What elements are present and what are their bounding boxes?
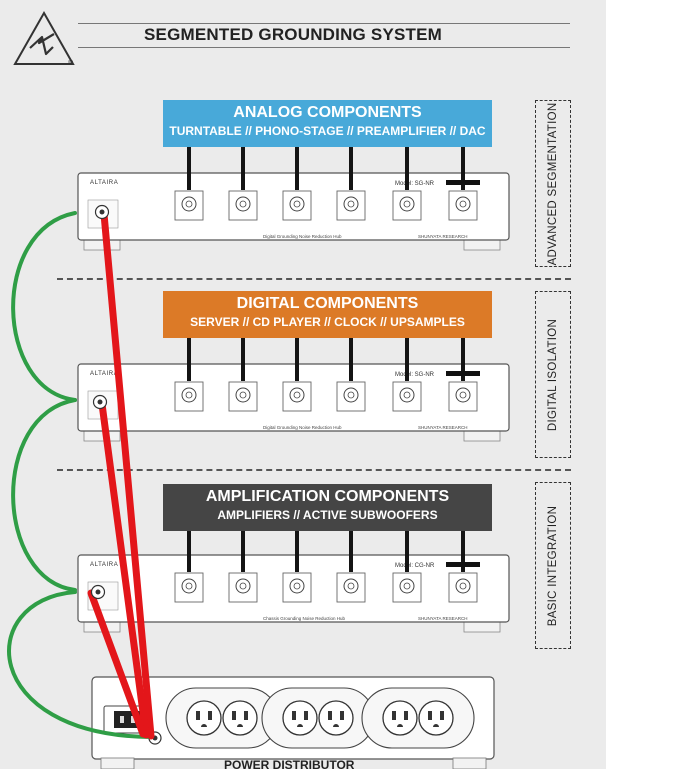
power-distributor-label: POWER DISTRIBUTOR — [224, 758, 355, 769]
terminal-post-core — [347, 200, 355, 208]
unit-foot — [463, 429, 501, 442]
side-label-box-analog: ADVANCED SEGMENTATION — [535, 100, 571, 267]
unit-model: Model: SG-NR — [395, 181, 435, 187]
unit-caption: Digital Grounding Noise Reduction Hub — [263, 425, 342, 430]
header-rule-top — [78, 23, 570, 24]
terminal-post-core — [347, 391, 355, 399]
terminal-post-core — [293, 391, 301, 399]
link-cable-3 — [7, 590, 152, 739]
terminal-post-core — [459, 200, 467, 208]
terminal-post-core — [403, 391, 411, 399]
unit-maker: SHUNYATA RESEARCH — [418, 616, 468, 621]
link-cable-1 — [11, 211, 77, 402]
terminal-post-core — [239, 200, 247, 208]
band-subtitle: AMPLIFIERS // ACTIVE SUBWOOFERS — [217, 508, 438, 522]
band-title: DIGITAL COMPONENTS — [236, 295, 419, 312]
terminal-post-core — [239, 582, 247, 590]
unit-caption: Digital Grounding Noise Reduction Hub — [263, 234, 342, 239]
duplex-outlet-icon — [261, 687, 375, 749]
terminal-post-core — [293, 200, 301, 208]
unit-brand: ALTAIRA — [90, 371, 118, 377]
ground-post-core — [95, 589, 101, 595]
unit-foot — [463, 620, 501, 633]
unit-caption: Chassis Grounding Noise Reduction Hub — [263, 616, 346, 621]
unit-maker: SHUNYATA RESEARCH — [418, 234, 468, 239]
grounding-hub-unit: ALTAIRA Model: SG-NR Digital Grounding Noi… — [77, 147, 510, 251]
terminal-post-core — [459, 582, 467, 590]
registered-mark: ® — [68, 60, 74, 67]
band-analog: ANALOG COMPONENTS TURNTABLE // PHONO-STA… — [163, 100, 492, 147]
page-title: SEGMENTED GROUNDING SYSTEM — [144, 25, 443, 44]
ground-cables — [87, 210, 155, 740]
unit-model: Model: SG-NR — [395, 372, 435, 378]
section-divider — [57, 278, 571, 280]
ground-post-core — [99, 209, 105, 215]
terminal-post-core — [293, 582, 301, 590]
duplex-outlet-icon — [165, 687, 279, 749]
terminal-post-core — [347, 582, 355, 590]
unit-foot — [463, 238, 501, 251]
terminal-bus-tab — [446, 371, 480, 376]
ground-post-core — [97, 399, 103, 405]
grounding-hub-unit: ALTAIRA Model: SG-NR Digital Grounding Noi… — [77, 338, 510, 442]
band-subtitle: TURNTABLE // PHONO-STAGE // PREAMPLIFIER… — [169, 124, 486, 138]
terminal-post-core — [239, 391, 247, 399]
wiring-diagram: ALTAIRA Model: SG-NR Digital Grounding Noi… — [7, 147, 510, 769]
unit-model: Model: CG-NR — [395, 563, 435, 569]
ground-cable-amplification — [87, 589, 147, 738]
terminal-post-core — [185, 391, 193, 399]
terminal-post-core — [459, 391, 467, 399]
terminal-post-core — [403, 200, 411, 208]
terminal-post-core — [185, 200, 193, 208]
terminal-bus-tab — [446, 180, 480, 185]
band-title: AMPLIFICATION COMPONENTS — [205, 488, 450, 505]
altaira-logo-icon — [13, 10, 75, 65]
link-cables — [7, 211, 152, 739]
side-label-box-digital: DIGITAL ISOLATION — [535, 291, 571, 458]
terminal-block — [228, 381, 258, 412]
margin-strip — [606, 0, 681, 769]
unit-maker: SHUNYATA RESEARCH — [418, 425, 468, 430]
ground-cable-analog — [100, 210, 155, 740]
band-subtitle: SERVER // CD PLAYER // CLOCK // UPSAMPLE… — [190, 315, 465, 329]
terminal-bus-tab — [446, 562, 480, 567]
duplex-outlet-icon — [361, 687, 475, 749]
unit-brand: ALTAIRA — [90, 180, 118, 186]
band-amplification: AMPLIFICATION COMPONENTS AMPLIFIERS // A… — [163, 484, 492, 531]
band-title: ANALOG COMPONENTS — [233, 104, 422, 121]
terminal-post-core — [185, 582, 193, 590]
power-distributor: POWER DISTRIBUTOR — [91, 676, 495, 769]
header-rule-bottom — [78, 47, 570, 48]
terminal-post-core — [403, 582, 411, 590]
unit-foot — [83, 238, 121, 251]
unit-foot — [83, 429, 121, 442]
link-cable-2 — [11, 398, 77, 592]
ground-cable-digital — [98, 400, 150, 739]
unit-brand: ALTAIRA — [90, 562, 118, 568]
section-divider — [57, 469, 571, 471]
band-digital: DIGITAL COMPONENTS SERVER // CD PLAYER /… — [163, 291, 492, 338]
side-label-box-amplification: BASIC INTEGRATION — [535, 482, 571, 649]
